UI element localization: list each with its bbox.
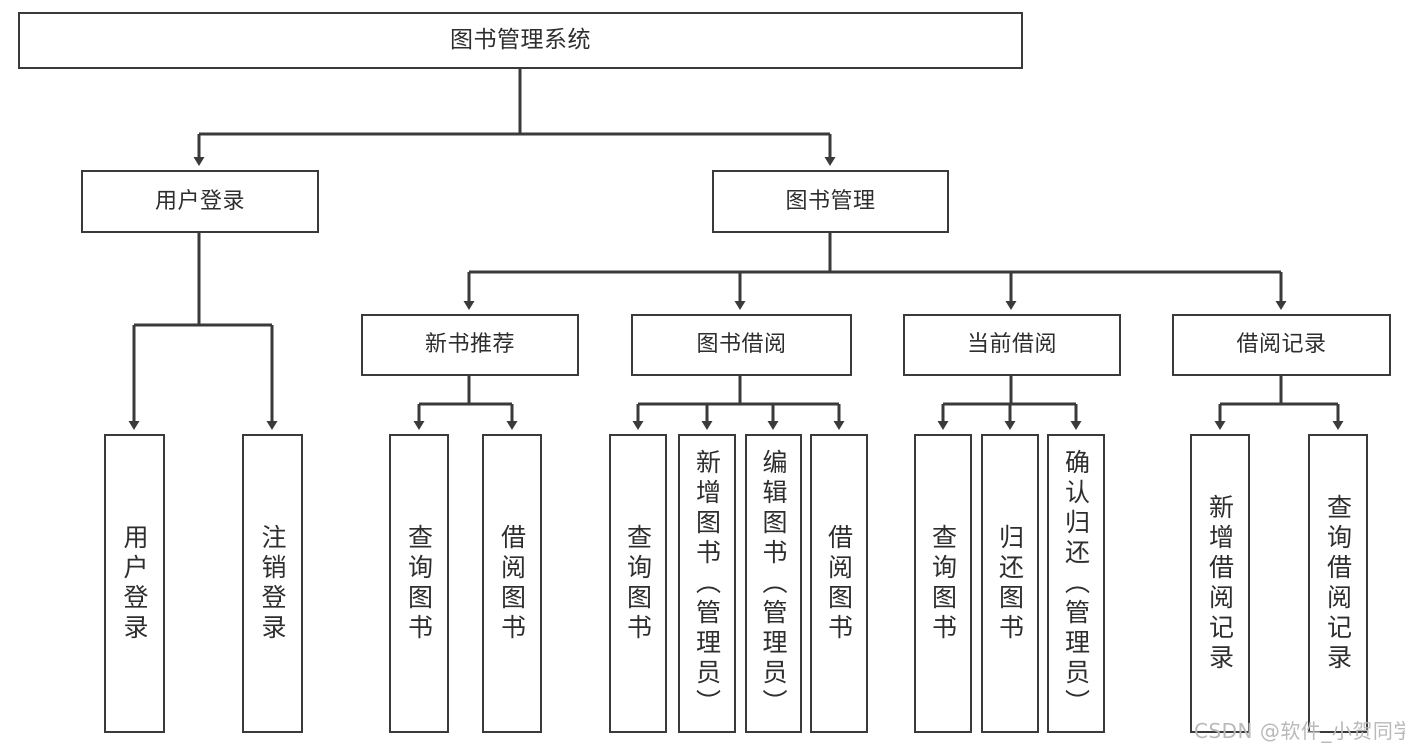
node-leaf-borrow-lend[interactable]: 借阅图书 [810, 434, 868, 733]
node-leaf-record-query[interactable]: 查询借阅记录 [1308, 434, 1368, 733]
csdn-watermark: CSDN @软件_小贺同学 [1194, 719, 1405, 743]
node-book-borrow-label: 图书借阅 [696, 332, 787, 358]
node-user-login-label: 用户登录 [154, 188, 245, 214]
node-leaf-record-add-label: 新增借阅记录 [1205, 493, 1235, 674]
node-current-borrow[interactable]: 当前借阅 [903, 314, 1121, 376]
node-leaf-borrow-lend-label: 借阅图书 [824, 523, 854, 644]
node-book-manage-label: 图书管理 [785, 188, 876, 214]
node-leaf-current-return-label: 归还图书 [995, 523, 1025, 644]
edge-record-to-leaves [1214, 376, 1344, 430]
node-leaf-record-add[interactable]: 新增借阅记录 [1190, 434, 1250, 733]
node-leaf-user-logout-label: 注销登录 [258, 523, 287, 644]
edge-user-login-to-leaves [128, 233, 278, 430]
node-book-manage[interactable]: 图书管理 [712, 170, 949, 233]
node-root-label: 图书管理系统 [450, 26, 591, 53]
node-borrow-record-label: 借阅记录 [1236, 332, 1327, 358]
node-user-login[interactable]: 用户登录 [81, 170, 319, 233]
edge-current-to-leaves [937, 376, 1082, 430]
node-book-borrow[interactable]: 图书借阅 [631, 314, 852, 376]
node-leaf-borrow-edit-label: 编辑图书（管理员） [759, 448, 788, 719]
node-leaf-recommend-query[interactable]: 查询图书 [389, 434, 449, 733]
node-leaf-current-query[interactable]: 查询图书 [914, 434, 972, 733]
edge-root-to-level2 [193, 69, 836, 166]
node-leaf-recommend-query-label: 查询图书 [404, 523, 434, 644]
node-leaf-borrow-query[interactable]: 查询图书 [609, 434, 667, 733]
node-new-book-recommend-label: 新书推荐 [424, 332, 515, 358]
node-leaf-borrow-add[interactable]: 新增图书（管理员） [678, 434, 736, 733]
node-leaf-borrow-query-label: 查询图书 [623, 523, 653, 644]
edge-borrow-to-leaves [632, 376, 845, 430]
node-leaf-recommend-borrow[interactable]: 借阅图书 [482, 434, 542, 733]
node-leaf-record-query-label: 查询借阅记录 [1323, 493, 1353, 674]
node-leaf-recommend-borrow-label: 借阅图书 [497, 523, 527, 644]
node-root[interactable]: 图书管理系统 [18, 12, 1023, 69]
node-borrow-record[interactable]: 借阅记录 [1172, 314, 1391, 376]
node-leaf-current-confirm[interactable]: 确认归还（管理员） [1047, 434, 1105, 733]
edge-recommend-to-leaves [413, 376, 518, 430]
node-leaf-borrow-add-label: 新增图书（管理员） [692, 448, 722, 719]
edge-book-manage-to-level3 [463, 233, 1287, 310]
node-leaf-current-query-label: 查询图书 [928, 523, 958, 644]
node-current-borrow-label: 当前借阅 [966, 332, 1057, 358]
node-leaf-user-login[interactable]: 用户登录 [104, 434, 165, 733]
node-new-book-recommend[interactable]: 新书推荐 [361, 314, 579, 376]
node-leaf-user-logout[interactable]: 注销登录 [242, 434, 303, 733]
node-leaf-current-return[interactable]: 归还图书 [981, 434, 1039, 733]
node-leaf-user-login-label: 用户登录 [120, 523, 149, 644]
node-leaf-borrow-edit[interactable]: 编辑图书（管理员） [745, 434, 802, 733]
node-leaf-current-confirm-label: 确认归还（管理员） [1061, 448, 1091, 719]
